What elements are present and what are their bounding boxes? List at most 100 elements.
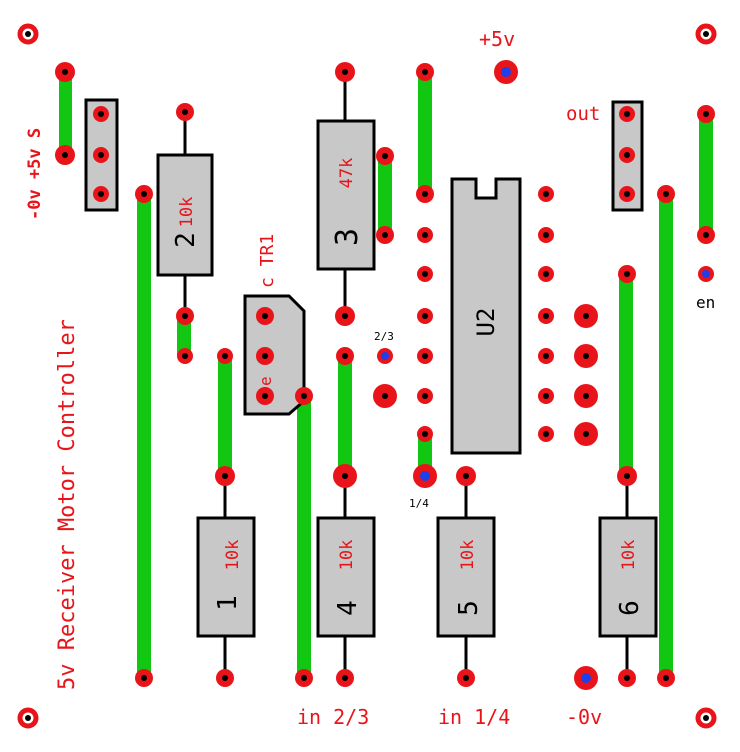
track bbox=[619, 274, 633, 478]
track bbox=[218, 356, 232, 478]
resistor-r2-number: 2 bbox=[171, 232, 201, 248]
resistor-r6-value: 10k bbox=[619, 540, 639, 571]
pad-hole bbox=[301, 675, 307, 681]
pad-hole bbox=[663, 675, 669, 681]
pad-hole bbox=[624, 473, 630, 479]
pad-hole bbox=[262, 393, 268, 399]
pad-hole bbox=[422, 431, 428, 437]
pad-hole bbox=[463, 473, 469, 479]
pad-hole bbox=[382, 393, 388, 399]
pad-hole bbox=[262, 353, 268, 359]
label-in14: in 1/4 bbox=[438, 705, 510, 729]
pad-hole bbox=[62, 69, 68, 75]
resistor-r3-number: 3 bbox=[330, 228, 365, 246]
pad-hole bbox=[182, 353, 188, 359]
label-title: 5v Receiver Motor Controller bbox=[55, 319, 80, 690]
ic-u2-body bbox=[450, 177, 522, 455]
pad-hole bbox=[141, 675, 147, 681]
pad-hole bbox=[382, 153, 388, 159]
pad-hole bbox=[463, 675, 469, 681]
pad-hole bbox=[543, 431, 549, 437]
pad-hole bbox=[663, 191, 669, 197]
resistor-body-r4 bbox=[316, 516, 376, 638]
pad-hole bbox=[301, 393, 307, 399]
pads bbox=[17, 23, 717, 729]
pad-hole bbox=[222, 473, 228, 479]
pad-hole bbox=[420, 471, 430, 481]
pad-hole bbox=[543, 191, 549, 197]
pad-hole bbox=[583, 313, 589, 319]
resistor-body-r2 bbox=[156, 153, 214, 277]
resistor-r5-value: 10k bbox=[458, 540, 478, 571]
resistors bbox=[156, 119, 658, 638]
resistor-body-r3 bbox=[316, 119, 376, 271]
pad-hole bbox=[422, 393, 428, 399]
pad-hole bbox=[422, 353, 428, 359]
track bbox=[338, 356, 352, 478]
track bbox=[699, 114, 713, 236]
pad-hole bbox=[624, 152, 630, 158]
pad-hole bbox=[342, 675, 348, 681]
label-plus5v: +5v bbox=[479, 27, 515, 51]
label-small-23: 2/3 bbox=[374, 330, 394, 343]
labels: 5v Receiver Motor Controller -0v +5v S +… bbox=[25, 27, 715, 729]
pad-hole bbox=[543, 353, 549, 359]
pad-hole bbox=[624, 675, 630, 681]
label-small-14: 1/4 bbox=[409, 497, 429, 510]
pad-hole bbox=[98, 152, 104, 158]
track bbox=[137, 194, 151, 680]
pad-hole bbox=[342, 313, 348, 319]
tracks bbox=[59, 72, 713, 680]
pad-hole bbox=[342, 473, 348, 479]
pad-hole bbox=[25, 715, 31, 721]
track bbox=[378, 156, 392, 236]
label-emitter: e bbox=[256, 376, 275, 386]
resistor-r4-number: 4 bbox=[333, 600, 363, 616]
label-out: out bbox=[566, 103, 600, 125]
pad-hole bbox=[703, 232, 709, 238]
resistor-r3-value: 47k bbox=[337, 158, 357, 189]
resistor-body-r5 bbox=[436, 516, 496, 638]
ic-u2-label: U2 bbox=[472, 308, 500, 337]
track bbox=[659, 194, 673, 680]
label-supply-header: -0v +5v S bbox=[25, 128, 45, 220]
pad-hole bbox=[583, 431, 589, 437]
pad-hole bbox=[703, 715, 709, 721]
pad-hole bbox=[98, 111, 104, 117]
pad-hole bbox=[422, 232, 428, 238]
pad-hole bbox=[543, 313, 549, 319]
track bbox=[177, 316, 191, 356]
resistor-r2-value: 10k bbox=[177, 197, 197, 228]
resistor-r1-number: 1 bbox=[213, 595, 243, 611]
label-ctr1: c TR1 bbox=[257, 234, 278, 288]
pad-hole bbox=[501, 67, 511, 77]
pad-hole bbox=[583, 393, 589, 399]
resistor-r4-value: 10k bbox=[337, 540, 357, 571]
pad-hole bbox=[543, 393, 549, 399]
pad-hole bbox=[382, 232, 388, 238]
pad-hole bbox=[702, 270, 710, 278]
label-zero-v: -0v bbox=[566, 705, 602, 729]
pad-hole bbox=[262, 313, 268, 319]
resistor-r5-number: 5 bbox=[454, 600, 484, 616]
resistor-body-r1 bbox=[196, 516, 256, 638]
pad-hole bbox=[422, 271, 428, 277]
resistor-r6-number: 6 bbox=[615, 600, 645, 616]
pad-hole bbox=[182, 313, 188, 319]
pad-hole bbox=[222, 353, 228, 359]
pad-hole bbox=[624, 111, 630, 117]
pad-hole bbox=[422, 313, 428, 319]
pad-hole bbox=[703, 31, 709, 37]
pad-hole bbox=[342, 69, 348, 75]
pad-hole bbox=[543, 232, 549, 238]
pad-hole bbox=[624, 191, 630, 197]
pad-hole bbox=[583, 353, 589, 359]
resistor-r1-value: 10k bbox=[223, 540, 243, 571]
label-in23: in 2/3 bbox=[297, 705, 369, 729]
pad-hole bbox=[182, 109, 188, 115]
resistor-body-r6 bbox=[598, 516, 658, 638]
pad-hole bbox=[98, 191, 104, 197]
pad-hole bbox=[381, 352, 389, 360]
pad-hole bbox=[25, 31, 31, 37]
